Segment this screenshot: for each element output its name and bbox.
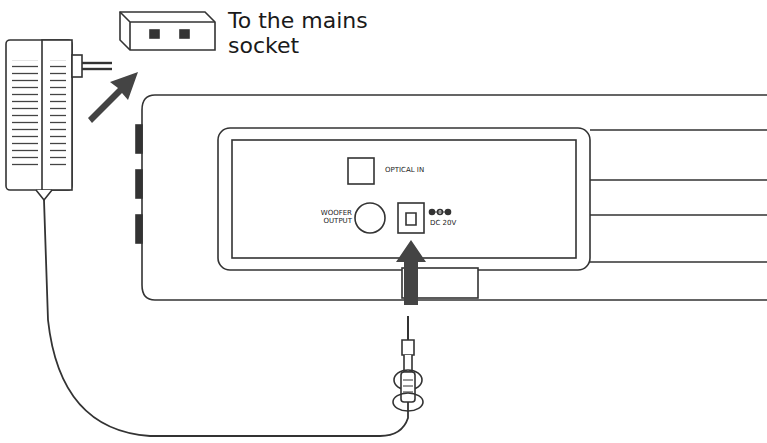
mains-socket: [88, 12, 215, 123]
port-label: OPTICAL IN: [385, 166, 465, 174]
port-label: WOOFER OUTPUT: [300, 209, 352, 225]
port-label: DC 20V: [430, 219, 490, 227]
callout-text: To the mains socket: [228, 8, 418, 59]
soundbar-body: [136, 95, 767, 305]
dc-plug-cable: [44, 200, 423, 436]
power-adapter: [6, 40, 112, 200]
